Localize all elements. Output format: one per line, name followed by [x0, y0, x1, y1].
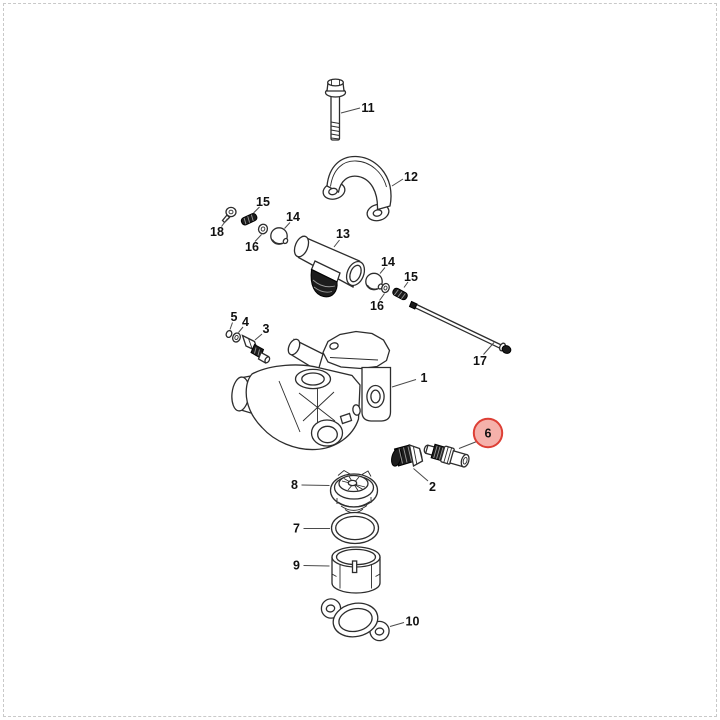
part-15-spring-upper [240, 212, 258, 226]
callout-1[interactable]: 1 [421, 371, 428, 385]
leader-line-5 [229, 322, 233, 330]
part-17-rod [408, 300, 512, 354]
part-14-ball-upper [270, 227, 289, 245]
leader-line-6 [458, 440, 479, 449]
callout-8[interactable]: 8 [291, 478, 298, 492]
part-2-plug [391, 444, 424, 468]
callout-18[interactable]: 18 [210, 225, 224, 239]
callout-10[interactable]: 10 [406, 615, 420, 629]
part-6-sensor [423, 443, 470, 468]
part-18-screw [221, 206, 237, 224]
callout-9[interactable]: 9 [293, 559, 300, 573]
leader-line-16b [379, 293, 385, 301]
highlight-circle-6[interactable]: 6 [472, 417, 504, 449]
callout-7[interactable]: 7 [293, 522, 300, 536]
leader-line-9 [303, 565, 330, 567]
callout-12[interactable]: 12 [404, 170, 418, 184]
callout-17[interactable]: 17 [473, 354, 487, 368]
part-13-tee-tube [293, 235, 366, 298]
callout-15b[interactable]: 15 [404, 270, 418, 284]
callout-14b[interactable]: 14 [381, 255, 395, 269]
leader-line-12 [391, 178, 404, 187]
callout-16a[interactable]: 16 [245, 240, 259, 254]
leader-line-3 [254, 333, 263, 341]
part-9-sleeve [331, 546, 381, 594]
callout-14a[interactable]: 14 [286, 210, 300, 224]
leader-line-14b [379, 267, 386, 274]
leader-line-15b [403, 281, 409, 288]
callout-16b[interactable]: 16 [370, 299, 384, 313]
callout-13[interactable]: 13 [336, 227, 350, 241]
part-14-ball-lower [365, 272, 384, 291]
leader-line-11 [340, 107, 361, 114]
leader-line-15a [253, 206, 260, 214]
leader-line-2 [413, 468, 429, 482]
leader-line-1 [391, 379, 417, 388]
leader-line-10 [389, 622, 405, 627]
part-10-gasket [320, 598, 390, 642]
leader-line-17 [483, 342, 495, 355]
part-16-seat-lower [381, 282, 390, 294]
callout-4[interactable]: 4 [242, 315, 249, 329]
part-5-washer [225, 329, 233, 339]
leader-line-13 [333, 239, 340, 248]
callout-2[interactable]: 2 [429, 480, 436, 494]
callout-15a[interactable]: 15 [256, 195, 270, 209]
callout-5[interactable]: 5 [231, 310, 238, 324]
leader-line-8 [301, 484, 330, 486]
part-16-seat-upper [257, 223, 269, 235]
leader-line-18 [221, 218, 228, 227]
leader-line-4 [238, 326, 244, 333]
leader-line-16a [254, 234, 262, 242]
leader-line-14a [284, 222, 291, 229]
part-3-fitting [241, 334, 271, 364]
part-4-washer [232, 332, 241, 343]
part-8-thermostat [329, 469, 379, 514]
part-7-oring [330, 511, 380, 545]
part-1-housing [231, 330, 392, 451]
callout-11[interactable]: 11 [361, 101, 374, 115]
part-15-spring-lower [392, 287, 408, 301]
callout-6[interactable]: 6 [485, 427, 492, 441]
part-12-saddle-clamp [322, 155, 392, 222]
callout-3[interactable]: 3 [263, 322, 270, 336]
part-11-flange-bolt [324, 78, 347, 141]
